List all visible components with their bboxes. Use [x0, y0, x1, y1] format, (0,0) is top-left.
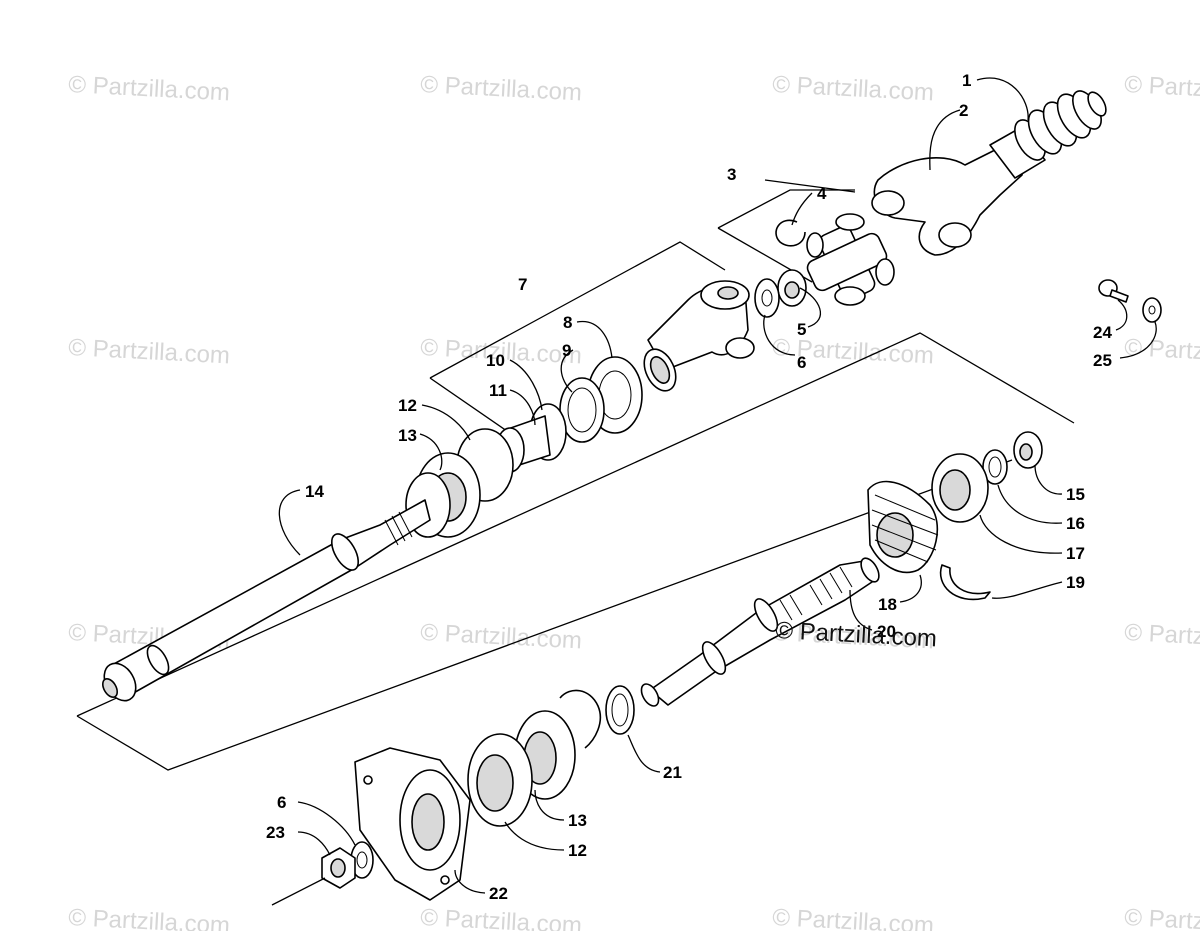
callout-5: 5	[797, 320, 806, 339]
callout-6-lower: 6	[277, 793, 286, 812]
bearing-cap-part-5	[777, 269, 807, 307]
callout-8: 8	[563, 313, 572, 332]
u-joint-cross	[806, 213, 895, 306]
circlip-part-4	[775, 219, 806, 247]
callout-10: 10	[486, 351, 505, 370]
callout-3: 3	[727, 165, 736, 184]
callout-13: 13	[398, 426, 417, 445]
bearing-part-17	[931, 453, 989, 523]
leader-lines	[278, 77, 1157, 894]
watermark-text: © Partzilla.com	[420, 904, 583, 931]
group-frame-main	[76, 332, 1075, 771]
watermark-text: © Partzilla.com	[68, 334, 231, 369]
drive-shaft-part-14	[101, 499, 431, 702]
seal-rings-8-11	[495, 356, 643, 473]
washer-part-25	[1142, 297, 1162, 323]
callout-15: 15	[1066, 485, 1085, 504]
flange-housing-part-22	[354, 747, 471, 901]
callout-6: 6	[797, 353, 806, 372]
callout-1: 1	[962, 71, 971, 90]
shaft-axis-line	[271, 877, 326, 906]
callout-13-lower: 13	[568, 811, 587, 830]
callout-21: 21	[663, 763, 682, 782]
callout-22: 22	[489, 884, 508, 903]
boot-yoke-assembly	[871, 90, 1107, 256]
watermark-text: © Partzilla.com	[420, 619, 583, 654]
bevel-gear-part-18	[867, 480, 939, 574]
callout-23: 23	[266, 823, 285, 842]
callout-24: 24	[1093, 323, 1112, 342]
watermark-text: © Partzilla.com	[1124, 904, 1200, 931]
watermark-text: © Partzilla.com	[68, 71, 231, 106]
callout-19: 19	[1066, 573, 1085, 592]
callout-18: 18	[878, 595, 897, 614]
watermark-text: © Partzilla.com	[1124, 71, 1200, 106]
washer-part-6	[754, 278, 780, 318]
slip-yoke-part-7	[643, 280, 755, 392]
callout-4: 4	[817, 184, 827, 203]
callout-labels: 1 2 3 4 5 6 7 8 9 10 11 12 13 14 15 16 1…	[266, 71, 1112, 903]
callout-25: 25	[1093, 351, 1112, 370]
callout-17: 17	[1066, 544, 1085, 563]
callout-12-lower: 12	[568, 841, 587, 860]
callout-7: 7	[518, 275, 527, 294]
nut-part-23	[321, 847, 356, 889]
watermark-text: © Partzilla.com	[772, 71, 935, 106]
rings-part-21	[559, 685, 635, 749]
bolt-part-24	[1098, 279, 1129, 303]
callout-2: 2	[959, 101, 968, 120]
bearing-lower-12-13	[467, 710, 576, 827]
snap-ring-part-19	[939, 564, 991, 601]
callout-11: 11	[489, 381, 507, 400]
callout-16: 16	[1066, 514, 1085, 533]
watermark-text: © Partzilla.com	[68, 904, 231, 931]
callout-9: 9	[562, 341, 571, 360]
watermark-text: © Partzilla.com	[1124, 619, 1200, 654]
callout-14: 14	[305, 482, 324, 501]
callout-20: 20	[877, 622, 896, 641]
callout-12: 12	[398, 396, 417, 415]
nut-part-15	[1013, 431, 1043, 469]
watermark-text: © Partzilla.com	[1124, 334, 1200, 369]
washer-lower-part-6	[350, 841, 374, 879]
pinion-shaft-part-20	[640, 557, 880, 707]
watermark-text: © Partzilla.com	[772, 904, 935, 931]
watermark-layer: © Partzilla.com © Partzilla.com © Partzill…	[68, 71, 1200, 931]
watermark-text: © Partzilla.com	[420, 71, 583, 106]
